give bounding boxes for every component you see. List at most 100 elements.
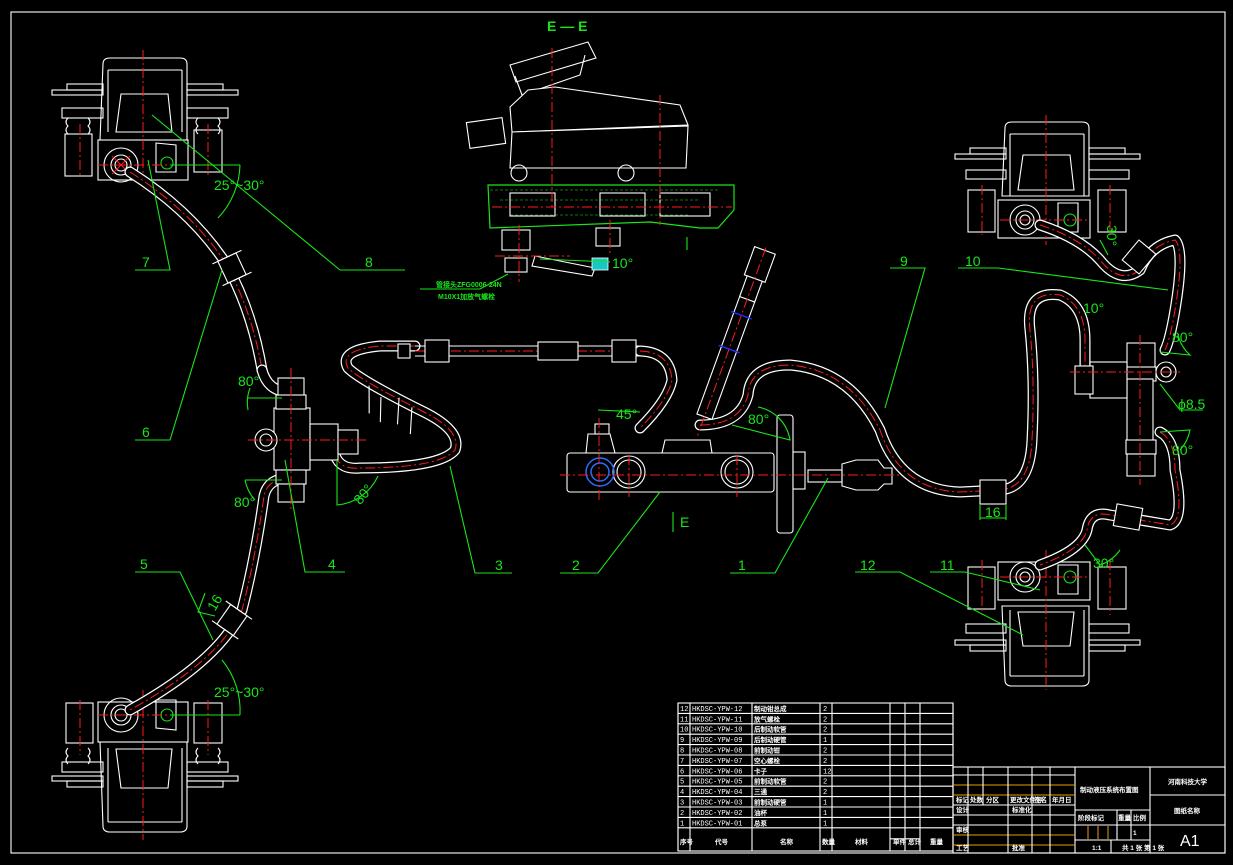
bom-row: 7 HKDSC-YPW-07 空心螺栓 2 (678, 756, 953, 766)
drawing-title: 制动液压系统布置图 (1080, 785, 1139, 794)
balloon-2: 2 (572, 557, 580, 573)
bom-header-cell: 名称 (780, 837, 794, 846)
dim-caliper-fr-angle: 30° (1104, 225, 1120, 246)
bom-no: 9 (680, 737, 684, 745)
dim-clip-width-right: 16 (985, 504, 1001, 520)
annotation-line1: 管接头ZFG0006-24N (436, 280, 502, 289)
tb-count: 处数 (969, 795, 984, 804)
bom-no: 1 (680, 820, 684, 828)
balloon-8: 8 (365, 254, 373, 270)
bom-no: 7 (680, 758, 684, 766)
bom-no: 5 (680, 779, 684, 787)
bom-header-cell: 单件 (893, 837, 907, 846)
bom-code: HKDSC-YPW-08 (692, 748, 742, 756)
dim-tee-left-top: 80° (238, 373, 259, 389)
bom-name: 后制动软管 (754, 725, 787, 734)
bom-code: HKDSC-YPW-05 (692, 779, 742, 787)
dim-tee-left-bottom: 80° (234, 494, 255, 510)
bom-name: 空心螺栓 (754, 756, 781, 765)
bom-name: 前制动软管 (754, 777, 787, 786)
bom-no: 4 (680, 789, 684, 797)
balloon-9: 9 (900, 253, 908, 269)
bom-header-cell: 数量 (822, 837, 836, 846)
bom-name: 前制动硬管 (754, 798, 787, 807)
balloon-labels: 7 8 6 5 4 3 2 1 12 11 9 10 (140, 253, 981, 573)
bom-code: HKDSC-YPW-10 (692, 727, 742, 735)
leaders (135, 114, 1169, 641)
tee-right (1070, 335, 1180, 485)
dim-mc-outlet-angle: 80° (748, 411, 769, 427)
bom-no: 10 (680, 727, 688, 735)
title-block: 制动液压系统布置图 河南科技大学 图纸名称 A1 1 1:1 共 1 张 第 1… (952, 766, 1226, 854)
balloon-12: 12 (860, 557, 876, 573)
dim-right-hose-angle: 10° (1083, 300, 1104, 316)
bom-name: 三通 (754, 787, 768, 796)
bom-no: 8 (680, 748, 684, 756)
bom-qty: 1 (823, 820, 827, 828)
balloon-4: 4 (328, 556, 336, 572)
bom-row: 5 HKDSC-YPW-05 前制动软管 2 (678, 777, 953, 787)
tb-approve: 批准 (1012, 843, 1026, 852)
dimension-labels: 25°~30° 25°~30° 80° 80° 80° 45° 80° 10° … (204, 18, 1206, 700)
bom-row: 2 HKDSC-YPW-02 油杯 1 (678, 808, 953, 818)
bom-name: 后制动硬管 (754, 735, 787, 744)
bom-header-cell: 重量 (930, 837, 944, 846)
dimension-arcs (170, 164, 1203, 716)
caliper-rear-left (51, 690, 239, 840)
bom-header-cell: 序号 (679, 837, 694, 846)
sheet-total: 1 (1133, 830, 1137, 837)
dim-caliper-rl-angle: 25°~30° (214, 684, 265, 700)
tb-weight: 重量 (1118, 813, 1132, 822)
bom-qty: 2 (823, 758, 827, 766)
balloon-11: 11 (940, 557, 955, 573)
bom-code: HKDSC-YPW-02 (692, 810, 742, 818)
bom-qty: 2 (823, 727, 827, 735)
dim-tee-right-bottom: 80° (1172, 442, 1193, 458)
dim-tee-right-hole: ϕ8.5 (1178, 396, 1206, 412)
dim-caliper-fl-angle: 25°~30° (214, 177, 265, 193)
bom-qty: 12 (823, 768, 831, 776)
tb-design: 设计 (956, 805, 970, 814)
bom-qty: 2 (823, 779, 827, 787)
dim-caliper-rr-angle: 30° (1093, 555, 1114, 571)
dim-mc-port-angle: 45° (616, 406, 637, 422)
bom-code: HKDSC-YPW-06 (692, 768, 742, 776)
sheets: 共 1 张 第 1 张 (1122, 843, 1165, 852)
bom-no: 6 (680, 768, 684, 776)
balloon-1: 1 (738, 557, 746, 573)
bom-header-cell: 材料 (854, 837, 869, 846)
tee-left (248, 368, 366, 512)
tb-sign: 签名 (1033, 795, 1047, 804)
hose-clips (211, 239, 1157, 640)
bom-name: 油杯 (754, 808, 768, 817)
bom-no: 2 (680, 810, 684, 818)
bom-qty: 2 (823, 706, 827, 714)
bom-qty: 1 (823, 810, 827, 818)
scale: 1:1 (1092, 845, 1102, 852)
bom-header-cell: 总计 (908, 837, 922, 846)
sheet-size: A1 (1180, 833, 1200, 850)
dim-tee-right-top: 80° (1172, 329, 1193, 345)
bom-no: 3 (680, 800, 684, 808)
bom-name: 制动钳总成 (754, 704, 787, 713)
bom-qty: 2 (823, 748, 827, 756)
caliper-front-left (51, 50, 239, 190)
section-arrow-label: E (680, 514, 689, 530)
master-cylinder (560, 245, 902, 534)
bom-code: HKDSC-YPW-01 (692, 820, 742, 828)
institution-name: 河南科技大学 (1168, 777, 1208, 786)
caliper-front-right (954, 115, 1141, 245)
tb-change-doc: 更改文件号 (1010, 795, 1043, 804)
bom-no: 12 (680, 706, 688, 714)
tb-review: 审核 (956, 825, 970, 834)
caliper-rear-right (954, 550, 1141, 690)
bom-code: HKDSC-YPW-07 (692, 758, 742, 766)
bom-no: 11 (680, 716, 688, 724)
